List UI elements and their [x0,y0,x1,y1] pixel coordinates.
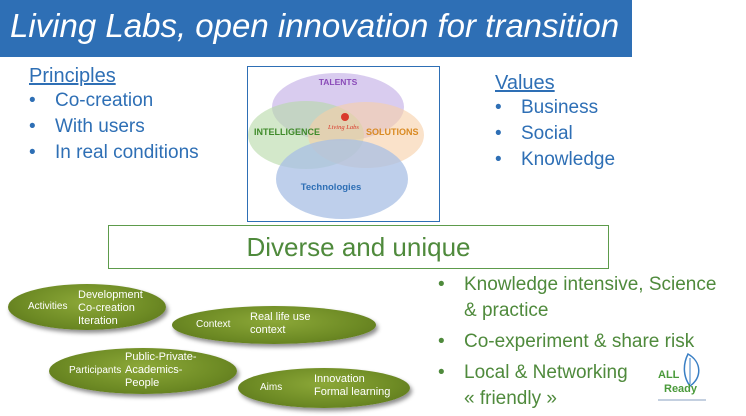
svg-text:Ready: Ready [664,383,698,395]
label-technologies: Technologies [301,182,362,193]
principle-item: With users [27,114,199,140]
principles-list: Co-creation With users In real condition… [27,88,199,166]
values-heading: Values [495,72,555,94]
page-title: Living Labs, open innovation for transit… [10,7,620,44]
value-item: Social [493,121,615,147]
label-center: Living Labs [327,124,359,131]
values-list: Business Social Knowledge [493,95,615,173]
ellipse-participants: Participants Public-Private-Academics-Pe… [49,348,237,394]
feature-item: Local & Networking« friendly » [436,360,741,412]
label-talents: TALENTS [319,77,358,87]
svg-text:ALL: ALL [658,369,680,381]
principles-heading: Principles [29,65,116,87]
ellipse-label: Aims [260,382,283,393]
principle-item: Co-creation [27,88,199,114]
value-item: Business [493,95,615,121]
label-solutions: SOLUTIONS [366,127,419,137]
ellipse-label: Context [196,319,231,330]
all-ready-logo: ALL Ready [650,352,710,410]
label-intelligence: INTELLIGENCE [254,127,320,137]
diverse-box: Diverse and unique [108,225,609,269]
venn-diagram: TALENTS INTELLIGENCE SOLUTIONS Living La… [247,66,440,222]
title-bar: Living Labs, open innovation for transit… [0,0,632,57]
diverse-text: Diverse and unique [246,232,471,262]
value-item: Knowledge [493,147,615,173]
ellipse-label: Participants [69,365,122,376]
ellipse-text: Public-Private-Academics-People [125,351,197,389]
features-list: Knowledge intensive, Science& practice C… [436,272,741,412]
feature-item: Co-experiment & share risk [436,329,741,355]
leaf-icon: ALL Ready [658,352,706,401]
venn-svg: TALENTS INTELLIGENCE SOLUTIONS Living La… [248,73,424,219]
ellipse-label: Activities [28,301,68,312]
technologies-circle [276,139,408,219]
principle-item: In real conditions [27,140,199,166]
center-dot [341,113,349,121]
feature-item: Knowledge intensive, Science& practice [436,272,741,324]
